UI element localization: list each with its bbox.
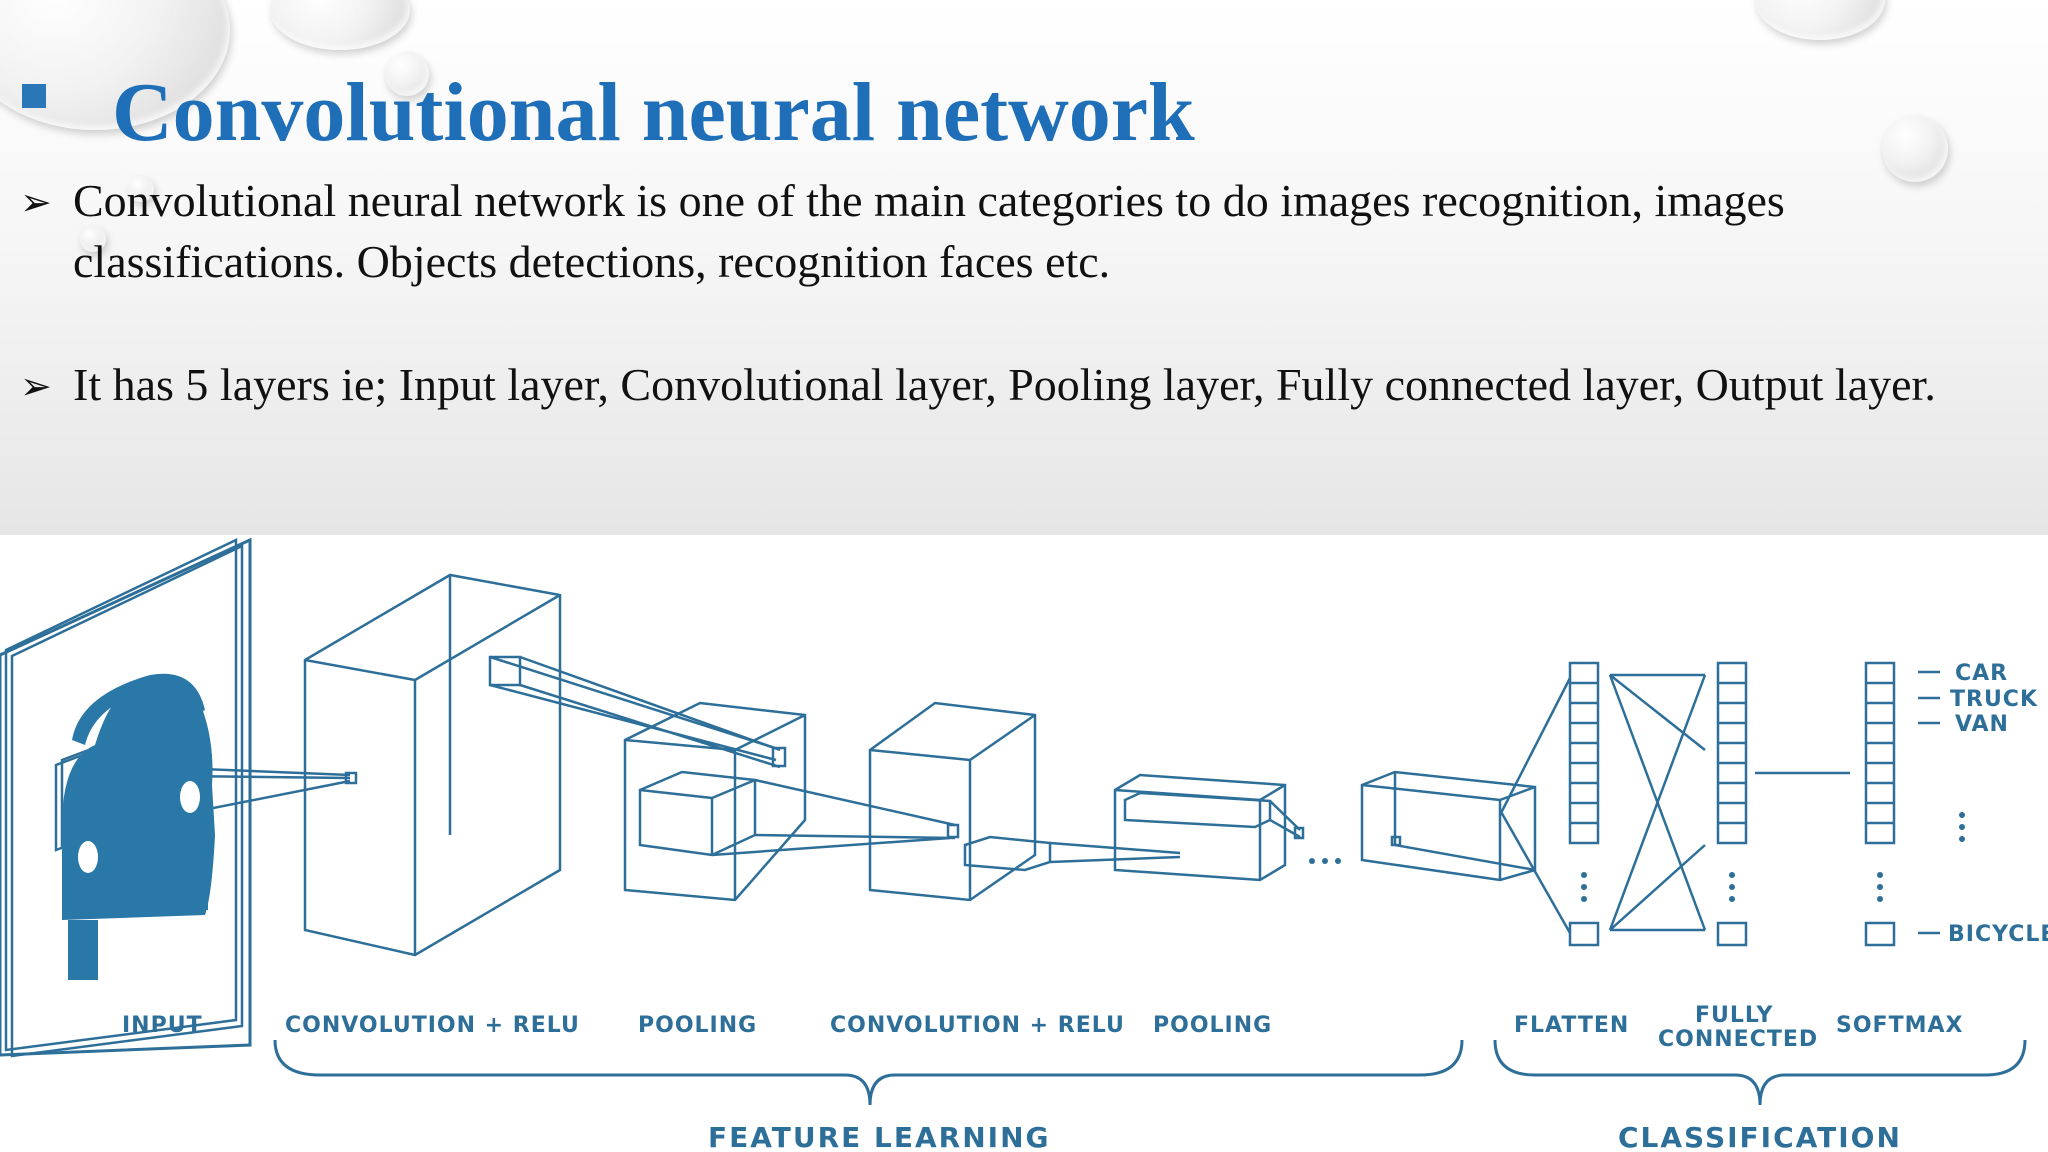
title-bullet-square (22, 84, 46, 108)
pool1-volume (623, 701, 960, 902)
stage-label-pool2: POOLING (1153, 1013, 1272, 1038)
cnn-architecture-diagram: CAR TRUCK VAN BICYCLE INPUT CONVOLUTION … (0, 537, 2048, 1152)
output-label-bicycle: BICYCLE (1948, 922, 2048, 947)
output-label-car: CAR (1955, 661, 2008, 686)
bullet-text: Convolutional neural network is one of t… (73, 175, 1785, 287)
stage-label-flatten: FLATTEN (1514, 1013, 1629, 1038)
water-drop-decoration (80, 226, 106, 252)
stage-label-pool1: POOLING (638, 1013, 757, 1038)
pool2-volume (1113, 773, 1305, 882)
softmax-column (1864, 661, 1940, 947)
car-icon (61, 673, 215, 980)
stage-label-conv1: CONVOLUTION + RELU (285, 1013, 580, 1038)
ellipsis-dots (1309, 812, 1965, 902)
stage-label-conv2: CONVOLUTION + RELU (830, 1013, 1125, 1038)
stage-label-softmax: SOFTMAX (1836, 1013, 1963, 1038)
section-label-classification: CLASSIFICATION (1618, 1121, 1902, 1152)
water-drop-decoration (385, 52, 429, 96)
output-label-van: VAN (1955, 712, 2009, 737)
section-label-feature-learning: FEATURE LEARNING (708, 1121, 1051, 1152)
classification-brace (1493, 1039, 2027, 1106)
slide-header-background (0, 0, 2048, 535)
stage-label-connected: CONNECTED (1658, 1027, 1818, 1052)
arrow-bullet-icon: ➢ (20, 364, 52, 408)
flatten-column (1498, 661, 1600, 947)
arrow-bullet-icon: ➢ (20, 180, 52, 224)
water-drop-decoration (1882, 116, 1948, 182)
output-label-truck: TRUCK (1950, 687, 2038, 712)
stage-label-input: INPUT (122, 1013, 203, 1038)
slide-title: Convolutional neural network (112, 66, 1195, 159)
conv1-receptive-field (488, 655, 787, 769)
bullet-text: It has 5 layers ie; Input layer, Convolu… (73, 359, 1936, 410)
feature-learning-brace (273, 1039, 1464, 1106)
stage-label-fully: FULLY (1695, 1003, 1774, 1028)
conv1-volume (303, 573, 562, 957)
water-drop-decoration (128, 176, 154, 202)
fully-connected-column (1608, 661, 1850, 947)
